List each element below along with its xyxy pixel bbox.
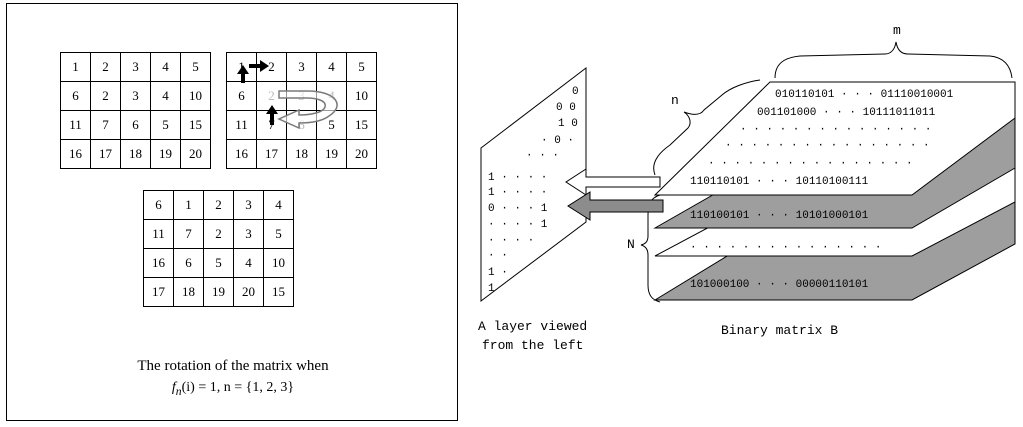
matrix-cell: 3 xyxy=(233,219,264,249)
plane-top-row-1: 010110101 · · · 01110010001 xyxy=(775,89,954,101)
layer-left-col-7: 1 · xyxy=(488,267,508,279)
layer-right-col-4: · 0 · xyxy=(541,135,574,147)
matrix-cell: 5 xyxy=(346,52,377,82)
layer-right-col-2: 0 0 xyxy=(556,102,576,114)
figure-formula: fn(i) = 1, n = {1, 2, 3} xyxy=(7,378,459,402)
formula-f: f xyxy=(171,380,176,395)
matrix-cell: 19 xyxy=(203,277,234,307)
label-layer-line-2: from the left xyxy=(482,338,583,353)
matrix-cell: 4 xyxy=(233,248,264,278)
matrix-cell: 16 xyxy=(60,139,91,169)
layer-left-col-5: · · · · xyxy=(488,235,534,247)
layer-left-col-1: 1 · · · · xyxy=(488,172,547,184)
plane-top-dots-3: · · · · · · · · · · · · · · · · xyxy=(708,158,913,170)
layer-left-col-4: · · · · 1 xyxy=(488,219,548,231)
matrix-cell: 6 xyxy=(60,81,91,111)
matrix-cell: 10 xyxy=(346,81,377,111)
matrix-cell: 5 xyxy=(203,248,234,278)
plane-top-dots-2: · · · · · · · · · · · · · · · · xyxy=(725,140,930,152)
plane-top-row-2: 001101000 · · · 10111011011 xyxy=(757,107,936,119)
matrix-cell: 10 xyxy=(263,248,294,278)
plane-bottom-row: 101000100 · · · 00000110101 xyxy=(690,279,869,291)
formula-rest: = 1, n = {1, 2, 3} xyxy=(194,380,295,395)
rotation-arrows xyxy=(237,60,338,130)
figure-caption: The rotation of the matrix when xyxy=(137,358,329,374)
matrix-cell: 15 xyxy=(346,110,377,140)
label-layer-line-1: A layer viewed xyxy=(478,319,587,334)
plane-top-row-3: 110110101 · · · 10110100111 xyxy=(690,176,869,188)
layer-right-col-5: · · · xyxy=(526,150,559,162)
arrow-top-white xyxy=(565,168,661,196)
plane-top-dots-1: · · · · · · · · · · · · · · · xyxy=(740,124,931,136)
matrix-cell: 6 xyxy=(120,110,151,140)
matrix-cell: 5 xyxy=(180,52,211,82)
matrix-cell: 2 xyxy=(90,81,121,111)
layer-left-col-8: 1 xyxy=(488,283,495,295)
matrix-cell: 4 xyxy=(150,81,181,111)
matrix-cell: 10 xyxy=(180,81,211,111)
matrix-cell: 17 xyxy=(90,139,121,169)
formula-sub: n xyxy=(175,384,182,398)
brace-n xyxy=(653,79,761,176)
plane-second-row: 110100101 · · · 10101000101 xyxy=(690,210,869,222)
matrix-cell: 19 xyxy=(316,139,347,169)
matrix-cell: 3 xyxy=(120,52,151,82)
matrix-cell: 15 xyxy=(263,277,294,307)
layer-left-col-2: 1 · · · · xyxy=(488,187,547,199)
matrix-cell: 11 xyxy=(226,110,257,140)
label-m: m xyxy=(893,23,901,38)
layer-left-col-3: 0 · · · 1 xyxy=(488,203,548,215)
plane-top xyxy=(653,81,1016,196)
matrix-cell: 18 xyxy=(286,139,317,169)
label-n: n xyxy=(671,93,679,108)
matrix-cell: 18 xyxy=(173,277,204,307)
label-N: N xyxy=(627,237,635,252)
brace-m xyxy=(774,41,1013,79)
matrix-cell: 17 xyxy=(256,139,287,169)
matrix-cell: 2 xyxy=(90,52,121,82)
matrix-cell: 20 xyxy=(180,139,211,169)
layer-right-col-3: 1 0 xyxy=(558,118,578,130)
label-binary-matrix: Binary matrix B xyxy=(721,323,838,338)
matrix-cell: 5 xyxy=(263,219,294,249)
arrow-gray xyxy=(567,191,664,221)
layer-left-col-6: · · xyxy=(488,250,508,262)
matrix-cell: 17 xyxy=(143,277,174,307)
matrix-cell: 11 xyxy=(143,219,174,249)
formula-arg: (i) xyxy=(181,380,195,395)
matrix-cell: 4 xyxy=(263,190,294,220)
matrix-cell: 15 xyxy=(180,110,211,140)
layer-right-col-1: 0 xyxy=(572,86,579,98)
matrix-cell: 18 xyxy=(120,139,151,169)
matrix-cell: 19 xyxy=(150,139,181,169)
left-layer-plane xyxy=(480,66,587,303)
matrix-cell: 20 xyxy=(346,139,377,169)
matrix-cell: 11 xyxy=(60,110,91,140)
plane-third-dots: · · · · · · · · · · · · · · · xyxy=(690,242,881,254)
matrix-cell: 16 xyxy=(226,139,257,169)
